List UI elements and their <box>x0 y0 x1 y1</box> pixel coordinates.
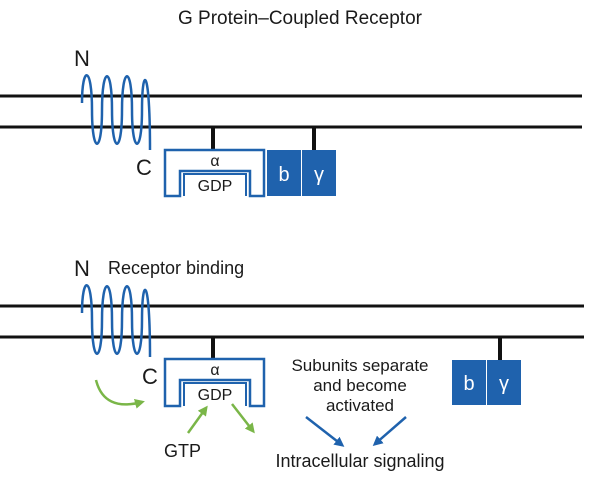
intracellular-signaling-label: Intracellular signaling <box>275 451 444 471</box>
beta-label: b <box>278 164 289 186</box>
alpha-subunit <box>163 357 266 408</box>
alpha-label: α <box>210 153 219 170</box>
subunits-text-line2: and become <box>313 376 407 395</box>
c-terminus-label: C <box>136 155 152 180</box>
signal-arrow-left <box>305 416 345 447</box>
gdp-slot <box>183 382 247 406</box>
c-terminus-label: C <box>142 364 158 389</box>
gdp-slot <box>183 173 247 196</box>
alpha-subunit <box>163 148 266 198</box>
signal-arrow-right <box>372 416 407 446</box>
gamma-label: γ <box>314 164 324 186</box>
top-panel: N C α GDP b γ <box>0 46 582 198</box>
beta-subunit <box>267 150 301 196</box>
beta-subunit <box>452 360 486 405</box>
receptor-helix <box>80 74 152 151</box>
gamma-label: γ <box>499 373 509 395</box>
receptor-binding-label: Receptor binding <box>108 258 244 278</box>
n-terminus-label: N <box>74 46 90 71</box>
n-terminus-label: N <box>74 256 90 281</box>
beta-label: b <box>463 373 474 395</box>
bottom-panel: N Receptor binding C α GDP b γ Subunits … <box>0 256 584 471</box>
alpha-label: α <box>210 362 219 379</box>
gtp-label: GTP <box>164 441 201 461</box>
gamma-subunit <box>487 360 521 405</box>
gamma-subunit <box>302 150 336 196</box>
gdp-label: GDP <box>198 387 233 404</box>
diagram-title: G Protein–Coupled Receptor <box>178 8 423 29</box>
subunits-text-line3: activated <box>326 396 394 415</box>
gtp-in-arrow <box>186 405 208 434</box>
receptor-activation-arrow <box>94 379 145 409</box>
subunits-text-line1: Subunits separate <box>291 356 428 375</box>
gdp-label: GDP <box>198 178 233 195</box>
receptor-helix <box>80 284 152 358</box>
gdp-out-arrow <box>231 403 255 434</box>
